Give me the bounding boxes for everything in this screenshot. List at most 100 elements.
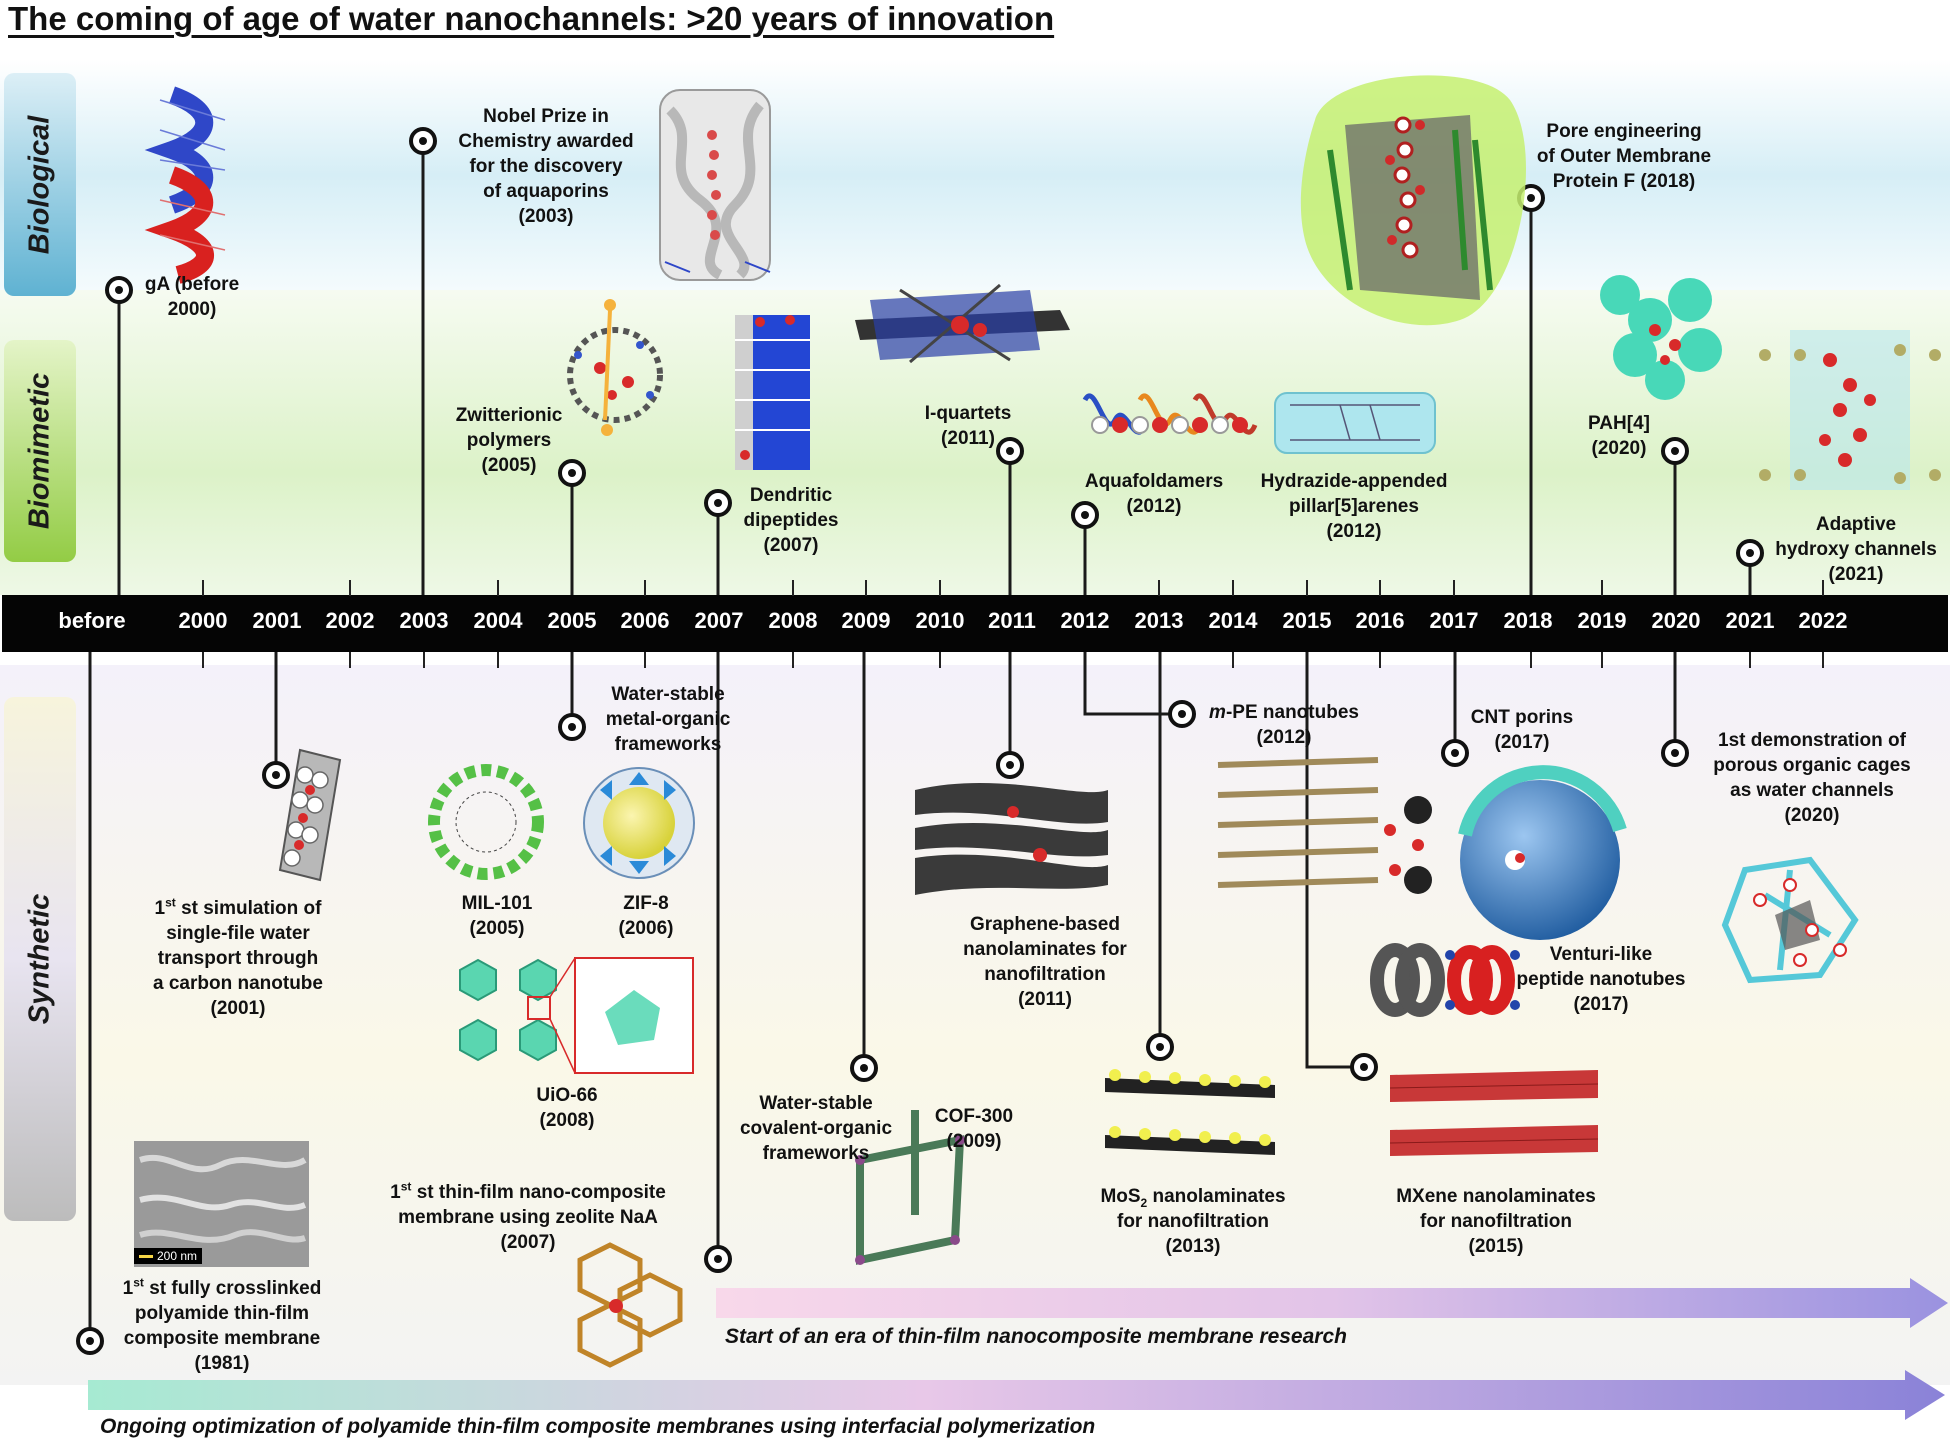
porous-organic-cage-illustration [1721,856,1859,984]
label-iquartets: I-quartets(2011) [924,403,1012,449]
year-2016: 2016 [1355,608,1405,633]
axis-tick [792,580,794,596]
axis-tick [792,652,794,668]
axis-tick [1530,652,1532,668]
label-pah4: PAH[4](2020) [1588,413,1650,459]
axis-tick [1232,652,1234,668]
axis-tick [1822,580,1824,596]
year-2014: 2014 [1208,608,1258,633]
dendritic-illustration [735,315,810,470]
year-2015: 2015 [1282,608,1332,633]
pah4-illustration [1600,275,1722,400]
year-2019: 2019 [1577,608,1627,633]
ompf-illustration [1300,75,1526,326]
ga-helix-illustration [144,86,226,284]
year-2002: 2002 [325,608,375,633]
year-2011: 2011 [988,608,1036,633]
year-2021: 2021 [1725,608,1775,633]
year-2020: 2020 [1651,608,1701,633]
axis-tick [1601,580,1603,596]
year-2022: 2022 [1798,608,1848,633]
adaptive-channels-illustration [1759,330,1941,490]
mxene-illustration [1389,1070,1599,1156]
axis-tick [1232,580,1234,596]
year-2004: 2004 [473,608,523,633]
year-2005: 2005 [547,608,597,633]
label-zif8: ZIF-8(2006) [618,893,674,939]
cnt-simulation-illustration [278,748,342,882]
zwitterionic-illustration [567,299,663,436]
label-cof300: COF-300(2009) [934,1106,1014,1152]
axis-tick [202,580,204,596]
axis-tick [1601,652,1603,668]
sem-image [134,1141,309,1267]
mos2-illustration [1105,1069,1275,1155]
year-2009: 2009 [841,608,891,633]
zif8-illustration [583,767,695,879]
label-mil101: MIL-101(2005) [461,893,533,939]
sem-scale-bar: 200 nm [134,1248,203,1264]
tfn-era-caption: Start of an era of thin-film nanocomposi… [725,1325,1347,1348]
category-synthetic: Synthetic [4,697,76,1221]
category-biomimetic: Biomimetic [4,340,76,562]
timeline-axis [2,595,1948,652]
year-2010: 2010 [915,608,965,633]
axis-tick [1158,580,1160,596]
axis-tick [423,652,425,668]
axis-tick [497,580,499,596]
mpe-nanotubes-illustration [1217,757,1379,888]
year-2008: 2008 [768,608,818,633]
axis-tick [644,580,646,596]
axis-tick [1749,652,1751,668]
biological-band [0,60,1950,290]
year-2000: 2000 [178,608,228,633]
zeolite-naa-illustration [577,1242,683,1368]
uio66-illustration [459,957,694,1074]
axis-tick [1379,652,1381,668]
label-aquafoldamers: Aquafoldamers(2012) [1084,471,1224,517]
pa-optimization-caption: Ongoing optimization of polyamide thin-f… [100,1415,1096,1438]
pa-optimization-arrow [88,1370,1945,1420]
year-2012: 2012 [1060,608,1110,633]
label-tfn: 1st st thin-film nano-composite membrane… [390,1179,666,1253]
axis-tick [1379,580,1381,596]
axis-tick [1453,580,1455,596]
axis-tick [1306,580,1308,596]
year-before: before [58,608,126,633]
axis-tick [939,580,941,596]
year-2007: 2007 [694,608,744,633]
aquaporin-illustration [659,89,771,281]
year-2013: 2013 [1134,608,1184,633]
axis-tick [1822,652,1824,668]
year-2003: 2003 [399,608,449,633]
year-2006: 2006 [620,608,670,633]
pillararene-illustration [1274,392,1436,454]
axis-tick [865,580,867,596]
label-cnt-porins: CNT porins(2017) [1470,707,1574,753]
year-2001: 2001 [252,608,302,633]
axis-tick [939,652,941,668]
mil101-illustration [428,764,544,880]
label-uio66: UiO-66(2008) [536,1085,598,1131]
label-mpe: m-PE nanotubes (2012) [1209,702,1359,748]
axis-tick [497,652,499,668]
axis-tick [644,652,646,668]
venturi-illustration [1370,943,1520,1017]
label-mos2: MoS2 nanolaminates for nanofiltration(20… [1100,1186,1286,1257]
aquafoldamers-illustration [1082,393,1258,435]
